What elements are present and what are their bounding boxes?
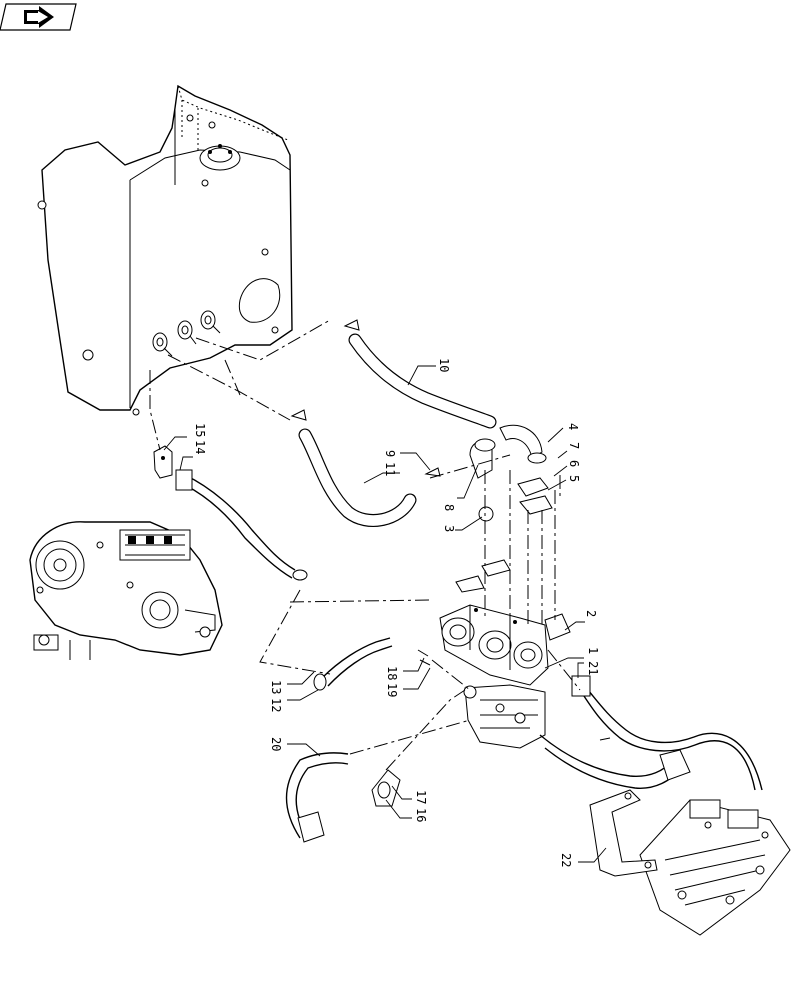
clamps xyxy=(290,319,571,666)
callout-labels: 1 2 3 4 5 6 7 8 9 10 11 12 13 14 15 16 1… xyxy=(193,358,600,867)
callout-leaders xyxy=(163,365,607,863)
fitting-16-17 xyxy=(371,769,401,807)
callout-8: 8 xyxy=(442,504,456,511)
elbow-8 xyxy=(469,438,496,479)
callout-7: 7 xyxy=(567,442,581,449)
callout-13: 13 xyxy=(269,680,283,694)
hose-10 xyxy=(348,333,497,429)
next-page-arrow-icon[interactable] xyxy=(0,3,77,31)
callout-15: 15 xyxy=(193,423,207,437)
callout-9: 9 xyxy=(383,450,397,457)
callout-22: 22 xyxy=(559,853,573,867)
callout-12: 12 xyxy=(269,698,283,712)
callout-17: 17 xyxy=(414,790,428,804)
callout-18: 18 xyxy=(385,666,399,680)
elbow-4 xyxy=(499,424,547,464)
callout-6: 6 xyxy=(567,460,581,467)
main-control-valve xyxy=(639,799,791,936)
callout-10: 10 xyxy=(437,358,451,372)
control-valve xyxy=(463,684,546,749)
hose-14 xyxy=(175,469,308,581)
hose-12 xyxy=(313,637,393,691)
hose-21 xyxy=(539,675,763,791)
transmission-housing xyxy=(29,521,223,660)
assembly-center-lines xyxy=(149,319,611,771)
callout-11: 11 xyxy=(383,462,397,476)
callout-5: 5 xyxy=(567,475,581,482)
callout-21: 21 xyxy=(586,661,600,675)
callout-4: 4 xyxy=(566,423,580,430)
hose-11 xyxy=(298,428,417,527)
callout-14: 14 xyxy=(193,440,207,454)
hydraulic-pump xyxy=(439,604,549,686)
callout-1: 1 xyxy=(586,647,600,654)
callout-20: 20 xyxy=(269,737,283,751)
callout-19: 19 xyxy=(385,683,399,697)
elbow-15 xyxy=(153,445,173,479)
hose-20 xyxy=(285,752,349,843)
hydraulic-tank xyxy=(37,84,293,416)
mounting-bracket xyxy=(589,789,658,877)
callout-2: 2 xyxy=(584,610,598,617)
callout-3: 3 xyxy=(442,525,456,532)
callout-16: 16 xyxy=(414,808,428,822)
